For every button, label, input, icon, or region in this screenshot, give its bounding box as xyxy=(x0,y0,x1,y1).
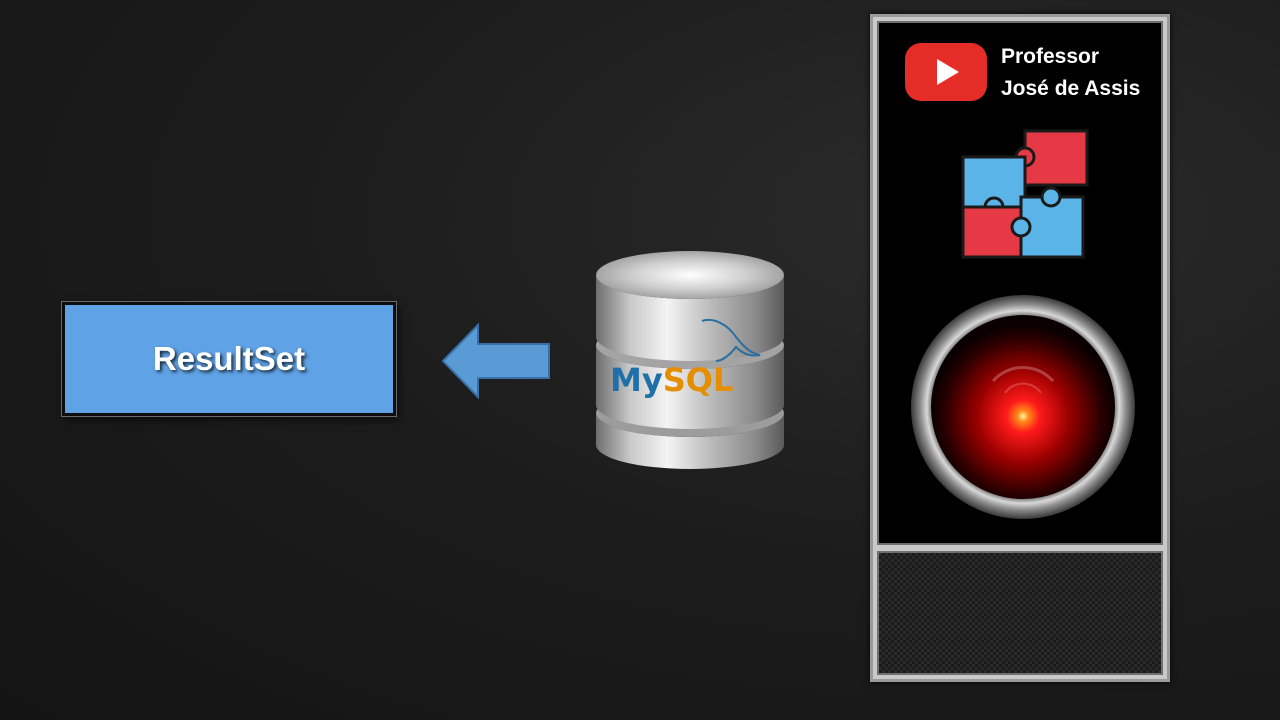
database-cylinder-icon: MySQL xyxy=(596,251,784,469)
hal-9000-eye-icon xyxy=(911,295,1135,519)
resultset-label: ResultSet xyxy=(152,340,306,377)
hal-panel-upper: Professor José de Assis xyxy=(877,21,1163,545)
mysql-logo-part2: SQL xyxy=(663,361,734,399)
brand-line1: Professor xyxy=(1001,45,1100,68)
hal-speaker-grille xyxy=(877,551,1163,675)
youtube-play-icon xyxy=(905,43,987,101)
resultset-box: ResultSet xyxy=(62,302,396,416)
svg-text:MySQL: MySQL xyxy=(610,361,733,399)
hal-panel: Professor José de Assis xyxy=(870,14,1170,682)
brand-line2: José de Assis xyxy=(1001,77,1141,100)
puzzle-pieces-icon xyxy=(961,129,1089,259)
left-arrow-icon xyxy=(441,322,550,400)
brand-name: Professor José de Assis xyxy=(1001,41,1140,105)
mysql-logo-part1: My xyxy=(610,361,663,399)
